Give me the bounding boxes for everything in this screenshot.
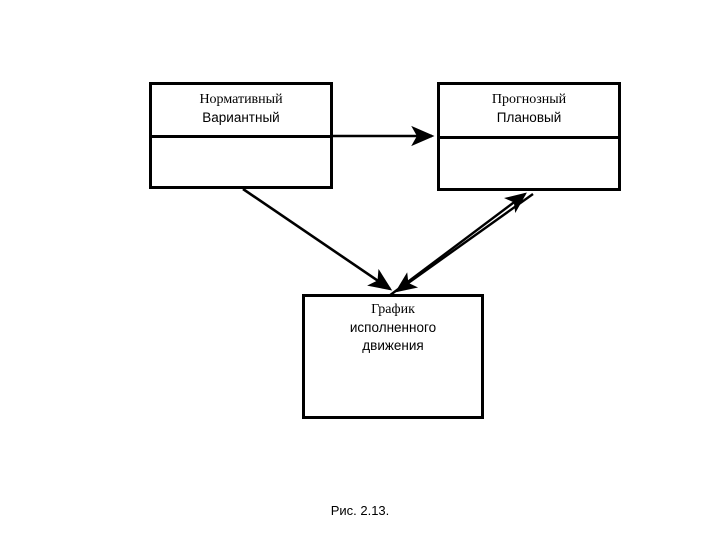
node-schedule-line2: исполненного	[349, 320, 437, 336]
node-forecast-text: Прогнозный Плановый	[440, 91, 618, 127]
node-normative-text: Нормативный Вариантный	[152, 91, 330, 127]
node-schedule[interactable]: График исполненного движения	[302, 294, 484, 419]
arrow-normative-to-schedule	[242, 187, 393, 291]
node-normative-divider	[152, 135, 330, 138]
node-forecast-line2: Плановый	[496, 110, 562, 126]
node-forecast[interactable]: Прогнозный Плановый	[437, 82, 621, 191]
node-schedule-line3: движения	[362, 337, 424, 353]
node-forecast-line1: Прогнозный	[491, 92, 567, 107]
node-schedule-text: График исполненного движения	[305, 301, 481, 354]
node-normative[interactable]: Нормативный Вариантный	[149, 82, 333, 189]
node-normative-line1: Нормативный	[199, 92, 283, 107]
node-normative-line2: Вариантный	[202, 110, 280, 126]
figure-caption: Рис. 2.13.	[330, 503, 390, 518]
arrow-forecast-to-schedule	[395, 193, 534, 293]
node-forecast-divider	[440, 136, 618, 139]
node-schedule-line1: График	[371, 302, 415, 317]
